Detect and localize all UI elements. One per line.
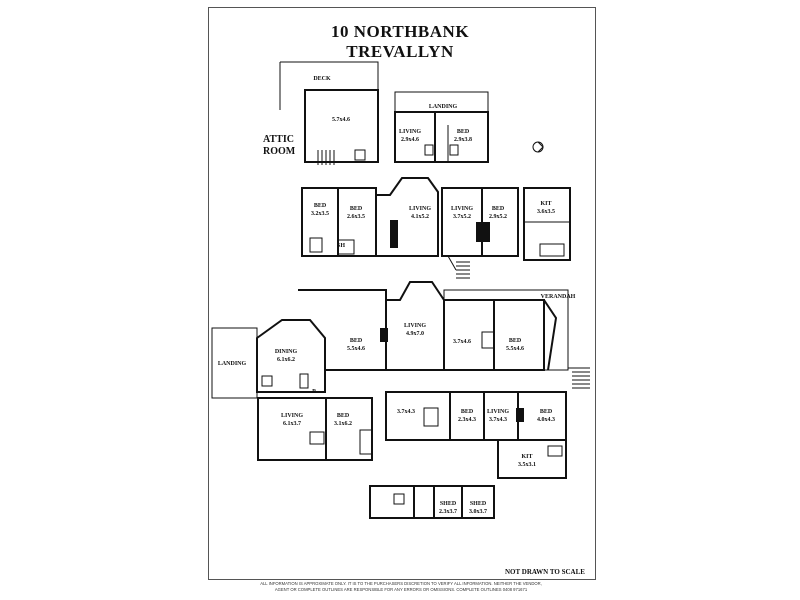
north-arrow-icon	[532, 141, 544, 153]
disclaimer: ALL INFORMATION IS APPROXIMATE ONLY. IT …	[210, 581, 592, 593]
scale-note: NOT DRAWN TO SCALE	[505, 568, 585, 576]
bed-e-size: 3.1x6.2	[334, 421, 352, 427]
ground-floor-section: VERANDAH LANDING DINING 6.1x6.2 P BED 5.…	[211, 281, 590, 479]
bed3-size: 2.9x5.2	[489, 214, 507, 220]
bed-i-walls	[517, 391, 567, 441]
kitchen-upper-walls	[523, 187, 571, 261]
living-a-label: LIVING	[404, 323, 426, 329]
bed1-size: 3.2x3.5	[311, 211, 329, 217]
loft-landing-label: LANDING	[429, 104, 458, 110]
shed2-size: 3.0x3.7	[469, 509, 487, 515]
bed-g-label: BED	[461, 409, 474, 415]
verandah-outline	[443, 289, 569, 371]
kit-j-size: 3.5x3.1	[518, 462, 536, 468]
loft-living-label: LIVING	[399, 129, 421, 135]
living-d-size: 6.1x3.7	[283, 421, 301, 427]
attic-section: DECK 5.7x4.6 ATTIC ROOM	[263, 61, 379, 165]
living-a-size: 4.9x7.0	[406, 331, 424, 337]
dining-label: DINING	[275, 349, 298, 355]
deck-outline	[280, 61, 379, 92]
attic-room-walls	[304, 89, 379, 163]
kit-upper-label: KIT	[540, 201, 551, 207]
living2-label: LIVING	[451, 206, 473, 212]
living-d-walls	[257, 397, 327, 461]
sh-label: SH	[337, 243, 345, 249]
bed-a-label: BED	[350, 338, 363, 344]
loft-bed-label: BED	[457, 129, 470, 135]
fireplace-2	[476, 222, 490, 242]
living-h-size: 3.7x4.3	[489, 417, 507, 423]
verandah-label: VERANDAH	[541, 294, 576, 300]
dining-walls	[256, 319, 326, 393]
attic-room-size: 5.7x4.6	[332, 117, 350, 123]
living-1-walls	[376, 177, 439, 257]
kit-j-label: KIT	[521, 454, 532, 460]
living-d-label: LIVING	[281, 413, 303, 419]
bed-i-size: 4.0x4.3	[537, 417, 555, 423]
bed-e-label: BED	[337, 413, 350, 419]
bed-c-size: 5.5x4.6	[506, 346, 524, 352]
bed-i-label: BED	[540, 409, 553, 415]
loft-living-size: 2.9x4.6	[401, 137, 419, 143]
attic-label-2: ROOM	[263, 146, 296, 157]
deck-label: DECK	[313, 76, 331, 82]
bed-g-size: 2.3x4.3	[458, 417, 476, 423]
bed2-label: BED	[350, 206, 363, 212]
bed-a-size: 5.5x4.6	[347, 346, 365, 352]
fireplace-1	[390, 220, 398, 248]
living-h-label: LIVING	[487, 409, 509, 415]
bed2-size: 2.6x3.5	[347, 214, 365, 220]
loft-walls	[394, 111, 489, 163]
disclaimer-line-1: ALL INFORMATION IS APPROXIMATE ONLY. IT …	[260, 581, 542, 586]
loft-outline	[394, 91, 489, 163]
sheds-section: SHED 2.3x3.7 SHED 3.0x3.7	[369, 485, 495, 519]
bed3-label: BED	[492, 206, 505, 212]
dining-size: 6.1x6.2	[277, 357, 295, 363]
loft-bed-size: 2.9x3.8	[454, 137, 472, 143]
sheds-walls	[369, 485, 495, 519]
room-f-size: 3.7x4.3	[397, 409, 415, 415]
upper-loft-section: LANDING LIVING 2.9x4.6 BED 2.9x3.8	[394, 91, 489, 163]
first-floor-section: BED 3.2x3.5 BED 2.6x3.5 SH LIVING 4.1x5.…	[301, 177, 571, 279]
shed1-label: SHED	[440, 501, 457, 507]
room-f-walls	[385, 391, 451, 441]
pantry-label: P	[312, 389, 316, 395]
plan-sheet-border	[208, 7, 596, 580]
living2-size: 3.7x5.2	[453, 214, 471, 220]
bed-e-walls	[325, 397, 373, 461]
kit-upper-size: 3.6x3.5	[537, 209, 555, 215]
landing-ground-label: LANDING	[218, 361, 247, 367]
bed1-label: BED	[314, 203, 327, 209]
bed-g-walls	[449, 391, 485, 441]
address-line-1: 10 NORTHBANK	[330, 22, 470, 41]
living1-label: LIVING	[409, 206, 431, 212]
bed-a-walls	[298, 289, 387, 371]
living-h-walls	[483, 391, 519, 441]
attic-label: ATTIC	[263, 134, 294, 145]
kit-j-walls	[497, 439, 567, 479]
room-b-size: 3.7x4.6	[453, 339, 471, 345]
disclaimer-line-2: AGENT OR COMPLETE OUTLINES ARE RESPONSIB…	[274, 587, 528, 592]
shed1-size: 2.3x3.7	[439, 509, 457, 515]
address-line-2: TREVALLYN	[346, 42, 454, 61]
shed2-label: SHED	[470, 501, 487, 507]
bed-c-label: BED	[509, 338, 522, 344]
living-bed-walls	[441, 187, 519, 257]
living1-size: 4.1x5.2	[411, 214, 429, 220]
